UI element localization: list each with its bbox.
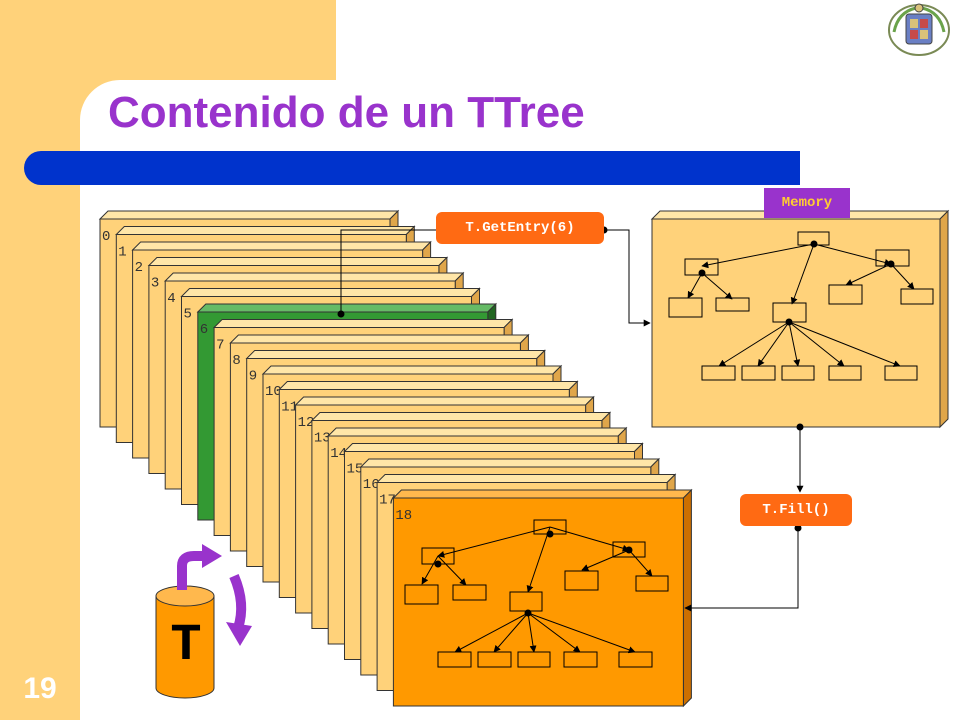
university-seal-logo — [888, 3, 950, 56]
rotate-arrow-icon — [177, 544, 252, 646]
entry-index-label: 17 — [379, 493, 396, 509]
entry-index-label: 7 — [216, 338, 224, 354]
corner-decor-round — [80, 80, 160, 160]
entry-index-label: 15 — [347, 462, 364, 478]
title-underline-bar — [24, 151, 800, 185]
getentry-connector — [337, 226, 651, 327]
entry-index-label: 6 — [200, 322, 208, 338]
entry-index-label: 3 — [151, 276, 159, 292]
left-decor-band — [0, 0, 80, 720]
fill-label: T.Fill() — [740, 494, 852, 526]
entry-index-label: 8 — [232, 353, 240, 369]
entry-tree-current — [404, 519, 669, 668]
entry-index-label: 13 — [314, 431, 331, 447]
entry-index-label: 1 — [118, 245, 126, 261]
tree-name-label: T — [170, 616, 202, 675]
getentry-label: T.GetEntry(6) — [436, 212, 604, 244]
database-cylinder-icon — [155, 585, 215, 699]
entry-index-label: 4 — [167, 291, 175, 307]
top-decor-band — [80, 0, 336, 80]
entry-index-label: 0 — [102, 229, 110, 245]
entry-card: 18 — [392, 488, 693, 708]
slide-title: Contenido de un TTree — [108, 88, 585, 137]
fill-connector — [684, 423, 804, 612]
memory-label: Memory — [764, 188, 850, 218]
entry-index-label: 12 — [298, 415, 315, 431]
entry-index-label: 5 — [184, 307, 192, 323]
entry-index-label: 16 — [363, 477, 380, 493]
entry-index-label: 11 — [281, 400, 298, 416]
memory-panel — [650, 209, 950, 429]
entry-index-label: 10 — [265, 384, 282, 400]
memory-tree — [668, 231, 934, 381]
page-number: 19 — [23, 672, 57, 705]
entry-index-label: 18 — [395, 508, 412, 524]
entry-index-label: 9 — [249, 369, 257, 385]
entry-index-label: 14 — [330, 446, 347, 462]
entry-index-label: 2 — [135, 260, 143, 276]
